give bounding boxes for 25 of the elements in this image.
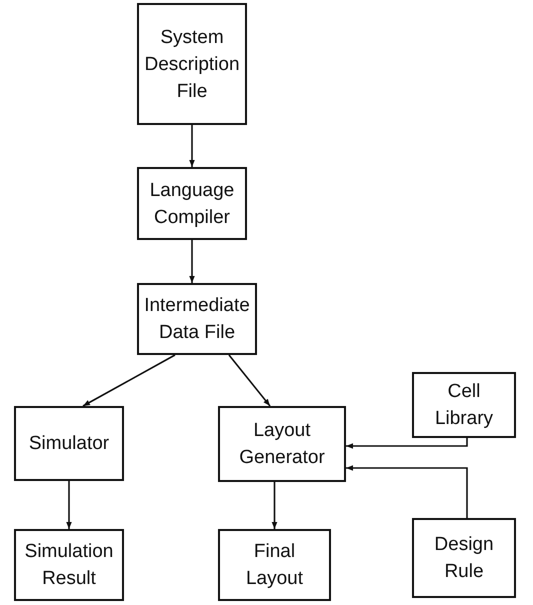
arrow <box>66 481 72 529</box>
result-box <box>14 529 124 601</box>
arrow <box>272 482 278 529</box>
node-label: Simulation Result <box>24 540 114 591</box>
arrow <box>346 438 468 449</box>
node-label: Cell Library <box>434 380 494 431</box>
result-box <box>218 529 331 601</box>
node-label: Simulator <box>28 432 110 456</box>
arrow <box>189 240 195 283</box>
node-label: Layout Generator <box>238 419 326 470</box>
process-box <box>137 167 247 240</box>
arrow <box>82 354 176 407</box>
node-label: Design Rule <box>433 533 495 584</box>
arrow <box>346 465 468 518</box>
node-label: Final Layout <box>244 540 304 591</box>
file-box <box>137 3 247 125</box>
process-box <box>218 406 346 482</box>
arrow <box>189 125 195 167</box>
library-box <box>412 372 516 438</box>
node-label: Language Compiler <box>148 178 236 230</box>
file-box <box>137 283 257 355</box>
arrow <box>228 354 271 406</box>
node-label: Intermediate Data File <box>144 294 250 345</box>
process-box <box>14 406 124 481</box>
node-label: System Description File <box>144 26 240 104</box>
